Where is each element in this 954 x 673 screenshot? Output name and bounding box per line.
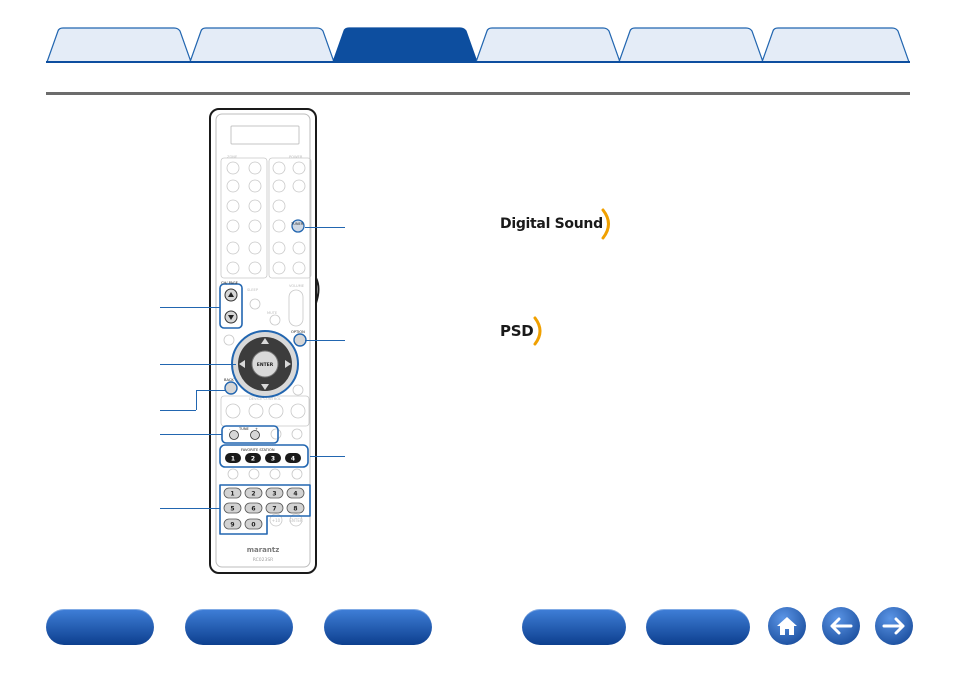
tuner-key-label: TUNER <box>290 222 304 226</box>
nav-button-1[interactable] <box>46 609 154 645</box>
section-divider <box>46 92 910 95</box>
callout-dpad <box>160 364 236 365</box>
arrow-right-icon <box>882 617 905 635</box>
back-key-label: BACK <box>224 378 234 382</box>
chapter-tabs <box>0 0 954 64</box>
zone-label: ZONE <box>227 155 238 159</box>
digital-sound-logo-text: Digital Sound <box>500 216 603 232</box>
psd-logo: PSD <box>500 316 545 346</box>
callout-tune <box>160 434 222 435</box>
remote-model: RC023SR <box>253 557 274 563</box>
tab-2[interactable] <box>189 27 335 63</box>
tab-4[interactable] <box>475 27 621 63</box>
callout-number-keys <box>160 508 220 509</box>
number-key-5: 5 <box>230 506 234 513</box>
device-control-label: DEVICE CONTROL <box>249 397 281 401</box>
back-page-button[interactable] <box>822 607 860 645</box>
callout-tuner <box>305 227 345 228</box>
nav-button-2[interactable] <box>185 609 293 645</box>
number-key-4: 4 <box>293 491 297 498</box>
callout-back-2 <box>196 390 226 391</box>
tab-underline <box>46 61 910 63</box>
number-key-9: 9 <box>230 522 234 529</box>
number-key-1: 1 <box>230 491 234 498</box>
callout-favorite <box>310 456 345 457</box>
tab-5[interactable] <box>618 27 764 63</box>
forward-page-button[interactable] <box>875 607 913 645</box>
plus10-key: +10 <box>272 518 281 523</box>
psd-logo-text: PSD <box>500 322 534 340</box>
arrow-left-icon <box>830 617 853 635</box>
number-key-3: 3 <box>272 491 276 498</box>
mute-label: MUTE <box>267 311 278 315</box>
nav-button-3[interactable] <box>324 609 432 645</box>
tune-minus-label: - <box>229 427 231 431</box>
tab-1[interactable] <box>46 27 192 63</box>
volume-label: VOLUME <box>289 284 305 288</box>
number-key-0: 0 <box>251 522 255 529</box>
favorite-key-3: 3 <box>271 456 275 463</box>
number-enter-key: ENTER <box>289 518 302 523</box>
option-key-label: OPTION <box>291 330 305 334</box>
tune-plus-label: + <box>255 427 258 431</box>
enter-key-label: ENTER <box>257 362 274 368</box>
nav-button-4[interactable] <box>522 609 626 645</box>
nav-button-5[interactable] <box>646 609 750 645</box>
digital-sound-arc-icon <box>601 208 610 240</box>
home-icon <box>777 617 797 635</box>
power-label: POWER <box>289 155 303 159</box>
digital-sound-logo: Digital Sound <box>500 208 615 240</box>
remote-brand: marantz <box>247 546 280 554</box>
callout-back-v <box>196 390 197 410</box>
favorite-key-4: 4 <box>291 456 295 463</box>
callout-back <box>160 410 196 411</box>
ch-page-label: CH/ PAGE <box>221 281 239 285</box>
tab-6[interactable] <box>761 27 910 63</box>
psd-arc-icon <box>533 316 542 346</box>
favorite-key-2: 2 <box>251 456 255 463</box>
tab-3-active[interactable] <box>332 27 478 63</box>
number-key-6: 6 <box>251 506 255 513</box>
sleep-label: SLEEP <box>247 288 259 292</box>
number-key-7: 7 <box>272 506 276 513</box>
remote-control-illustration: marantz RC023SR ZONE POWER TUNER CH/ PAG… <box>209 108 320 574</box>
callout-ch-page <box>160 307 200 308</box>
home-button[interactable] <box>768 607 806 645</box>
number-key-8: 8 <box>293 506 297 513</box>
tune-label: TUNE <box>238 427 250 431</box>
callout-option <box>305 340 345 341</box>
number-key-2: 2 <box>251 491 255 498</box>
callout-ch-page-2 <box>200 307 220 308</box>
favorite-station-label: FAVORITE STATION <box>241 448 275 452</box>
favorite-key-1: 1 <box>231 456 235 463</box>
